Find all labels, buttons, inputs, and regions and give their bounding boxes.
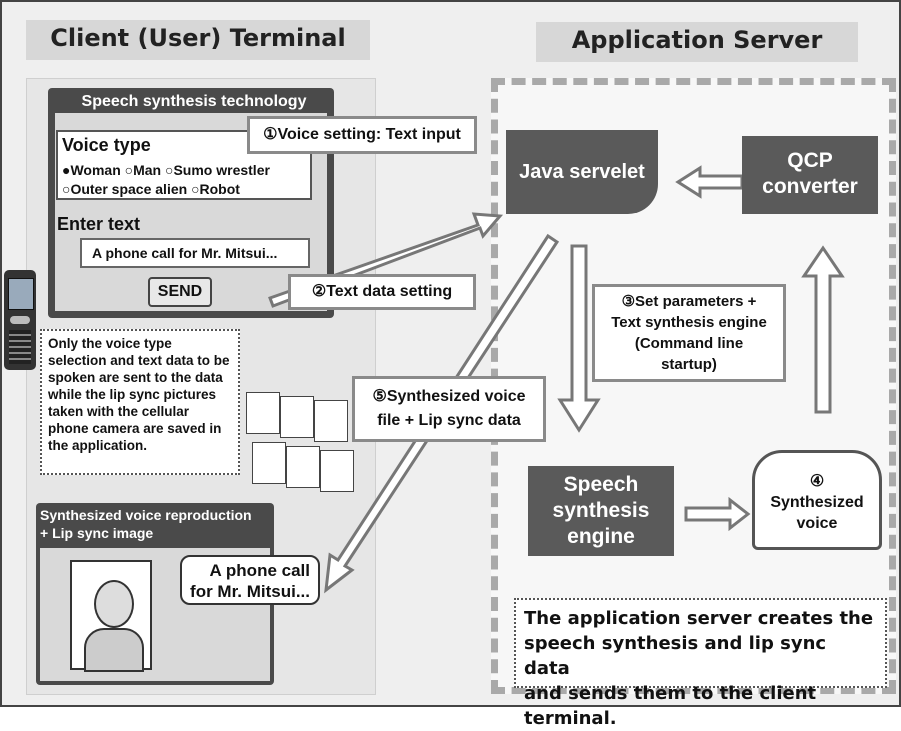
- reproduction-title-line2: + Lip sync image: [40, 525, 154, 541]
- synthesized-voice-database: ④ Synthesized voice: [752, 450, 882, 550]
- arrow-up-qcp: [801, 245, 845, 414]
- client-note: Only the voice type selection and text d…: [40, 329, 240, 475]
- mobile-phone-icon: [4, 270, 36, 370]
- server-note-line1: The application server creates the: [524, 608, 874, 629]
- face-photo: [246, 392, 280, 434]
- speech-line1: A phone call: [209, 561, 310, 580]
- voice-options-row2[interactable]: ○Outer space alien ○Robot: [62, 181, 240, 197]
- lip-sync-photos: [246, 392, 356, 492]
- text-input[interactable]: A phone call for Mr. Mitsui...: [80, 238, 310, 268]
- step3-line3: (Command line: [634, 335, 744, 352]
- voice-type-box: [56, 130, 312, 200]
- speech-line2: for Mr. Mitsui...: [190, 582, 310, 601]
- face-photo: [314, 400, 348, 442]
- speech-bubble: A phone call for Mr. Mitsui...: [180, 555, 320, 605]
- server-header: Application Server: [536, 22, 858, 62]
- portrait-photo: [70, 560, 152, 672]
- engine-line3: engine: [567, 525, 635, 548]
- client-header: Client (User) Terminal: [26, 20, 370, 60]
- enter-text-label: Enter text: [57, 214, 141, 234]
- qcp-converter-box: QCP converter: [742, 136, 878, 214]
- reproduction-title-line1: Synthesized voice reproduction: [40, 507, 252, 523]
- server-note: The application server creates the speec…: [514, 598, 887, 729]
- face-photo: [320, 450, 354, 492]
- reproduction-title: Synthesized voice reproduction + Lip syn…: [40, 506, 272, 542]
- qcp-line2: converter: [762, 175, 858, 198]
- arrow-qcp-to-java: [675, 165, 744, 199]
- voice-db-line3: voice: [796, 515, 838, 532]
- speech-engine-box: Speech synthesis engine: [528, 466, 674, 556]
- step5-callout: ⑤Synthesized voice file + Lip sync data: [352, 376, 546, 442]
- arrow-engine-to-voice: [684, 496, 751, 532]
- step3-line4: startup): [661, 356, 717, 373]
- voice-db-line2: Synthesized: [770, 494, 864, 511]
- step3-line1: ③Set parameters +: [621, 293, 757, 310]
- face-photo: [286, 446, 320, 488]
- step2-callout: ②Text data setting: [288, 274, 476, 310]
- voice-options-row1[interactable]: ●Woman ○Man ○Sumo wrestler: [62, 162, 270, 178]
- send-button[interactable]: SEND: [148, 277, 212, 307]
- voice-type-label: Voice type: [62, 135, 151, 155]
- step3-callout: ③Set parameters + Text synthesis engine …: [592, 284, 786, 382]
- server-note-line2: speech synthesis and lip sync data: [524, 633, 827, 679]
- face-photo: [280, 396, 314, 438]
- arrow-down-engine: [557, 244, 601, 433]
- server-note-line3: and sends them to the client terminal.: [524, 683, 817, 729]
- step5-line2: file + Lip sync data: [377, 412, 521, 429]
- step3-line2: Text synthesis engine: [611, 314, 767, 331]
- engine-line1: Speech: [563, 473, 639, 496]
- step5-line1: ⑤Synthesized voice: [372, 388, 526, 405]
- step1-callout: ①Voice setting: Text input: [247, 116, 477, 154]
- engine-line2: synthesis: [552, 499, 650, 522]
- voice-db-line1: ④: [809, 473, 825, 490]
- qcp-line1: QCP: [787, 149, 833, 172]
- java-servlet-box: Java servelet: [506, 130, 658, 214]
- face-photo: [252, 442, 286, 484]
- speech-app-title: Speech synthesis technology: [81, 93, 307, 110]
